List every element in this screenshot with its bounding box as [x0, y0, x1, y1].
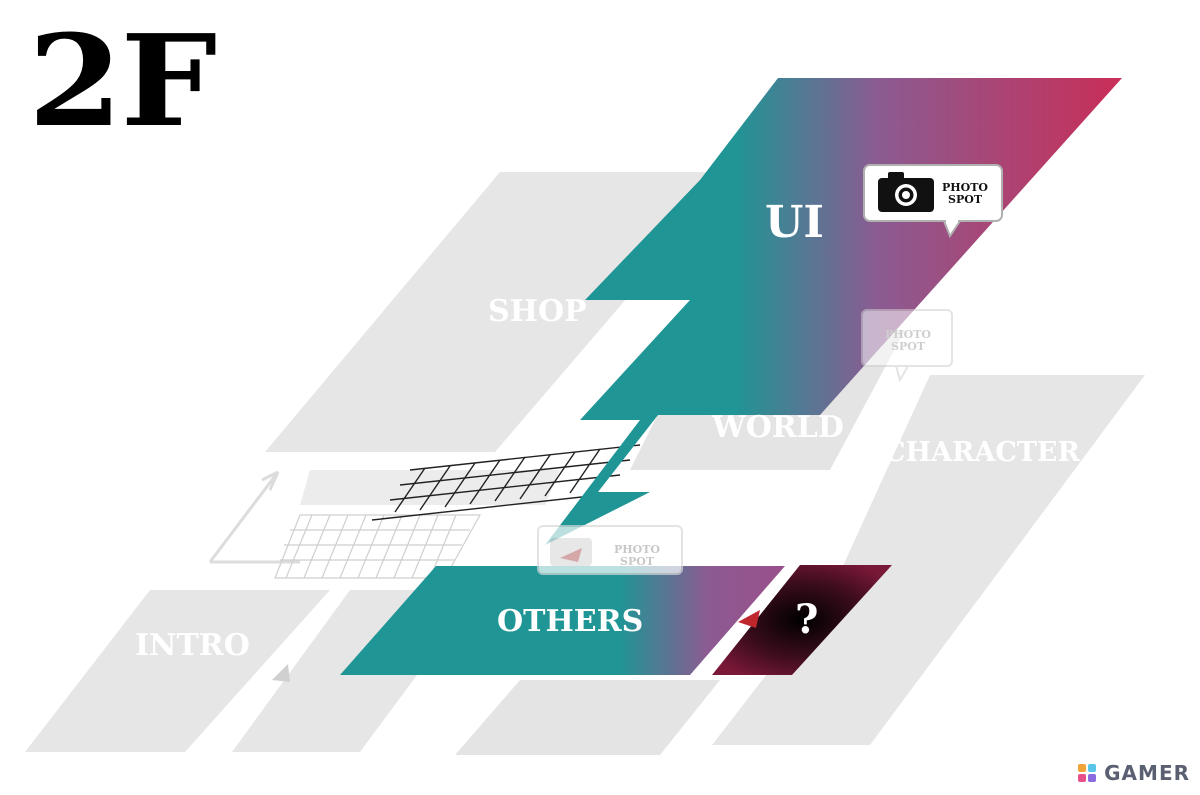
zone-shop-area	[265, 172, 735, 452]
route-arrow	[208, 470, 300, 564]
zone-intro-area	[25, 590, 330, 752]
photo-spot-faded-1-line1: PHOTO	[885, 328, 932, 341]
zone-label-ui: UI	[765, 197, 824, 248]
zone-label-intro: INTRO	[135, 628, 250, 663]
photo-spot-badge-faded-2	[537, 525, 683, 575]
photo-spot-badge[interactable]	[863, 164, 1003, 239]
faded-stairs	[274, 514, 482, 579]
gamer-watermark: GAMER	[1076, 761, 1190, 785]
photo-spot-text-faded-1: PHOTO SPOT	[885, 329, 931, 353]
zone-label-mystery: ?	[795, 596, 819, 643]
photo-spot-line1: PHOTO	[942, 181, 989, 194]
zone-others-area[interactable]	[340, 566, 785, 675]
gamer-logo-icon	[1078, 764, 1097, 782]
photo-spot-faded-1-line2: SPOT	[891, 340, 925, 353]
zone-story-area	[455, 680, 720, 755]
zone-label-character: CHARACTER	[884, 437, 1080, 468]
camera-icon	[878, 172, 934, 212]
photo-spot-faded-2-line2: SPOT	[620, 555, 654, 568]
photo-spot-text: PHOTO SPOT	[942, 182, 988, 206]
photo-spot-line2: SPOT	[948, 193, 982, 206]
corridor-block	[300, 470, 560, 505]
zone-label-shop: SHOP	[488, 294, 587, 329]
zone-label-others: OTHERS	[497, 604, 644, 639]
small-arrow-marker	[272, 664, 290, 682]
red-pointer-2	[738, 610, 760, 628]
watermark-text: GAMER	[1104, 761, 1190, 785]
photo-spot-badge-faded-1	[861, 309, 953, 383]
photo-spot-faded-2-line1: PHOTO	[614, 543, 661, 556]
zone-mystery-area[interactable]	[712, 565, 892, 675]
zone-label-world: WORLD	[712, 410, 844, 445]
escalator	[371, 444, 641, 521]
floor-label: 2F	[28, 7, 217, 155]
zone-character-area	[712, 375, 1145, 745]
photo-spot-text-faded-2: PHOTO SPOT	[614, 544, 660, 568]
